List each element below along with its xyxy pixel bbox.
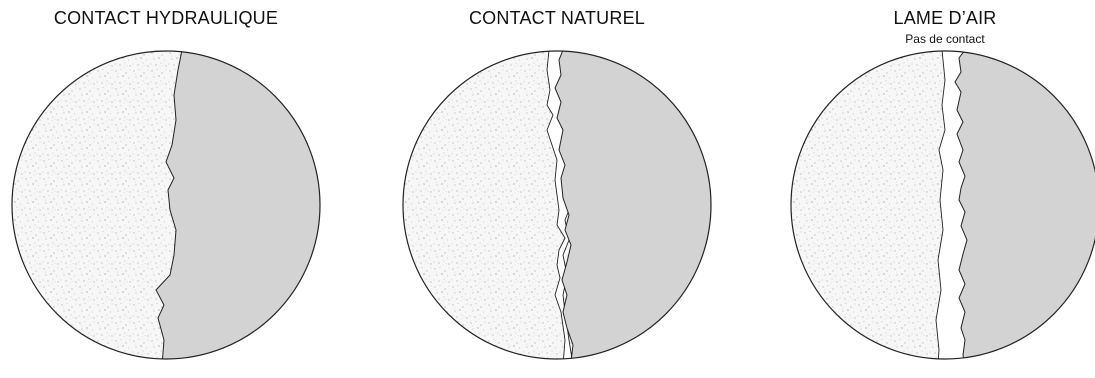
disk-natural-contact	[397, 50, 717, 378]
solid-material	[955, 50, 1095, 378]
panel-subtitle-air-gap: Pas de contact	[785, 32, 1095, 46]
panel-title-natural-contact: CONTACT NATUREL	[397, 8, 717, 29]
disk-air-gap	[785, 50, 1095, 378]
solid-material	[555, 50, 727, 378]
disk-hydraulic-contact	[6, 50, 326, 378]
panel-title-air-gap: LAME D’AIR	[785, 8, 1095, 29]
panel-title-hydraulic-contact: CONTACT HYDRAULIQUE	[6, 8, 326, 29]
solid-material	[156, 50, 336, 378]
